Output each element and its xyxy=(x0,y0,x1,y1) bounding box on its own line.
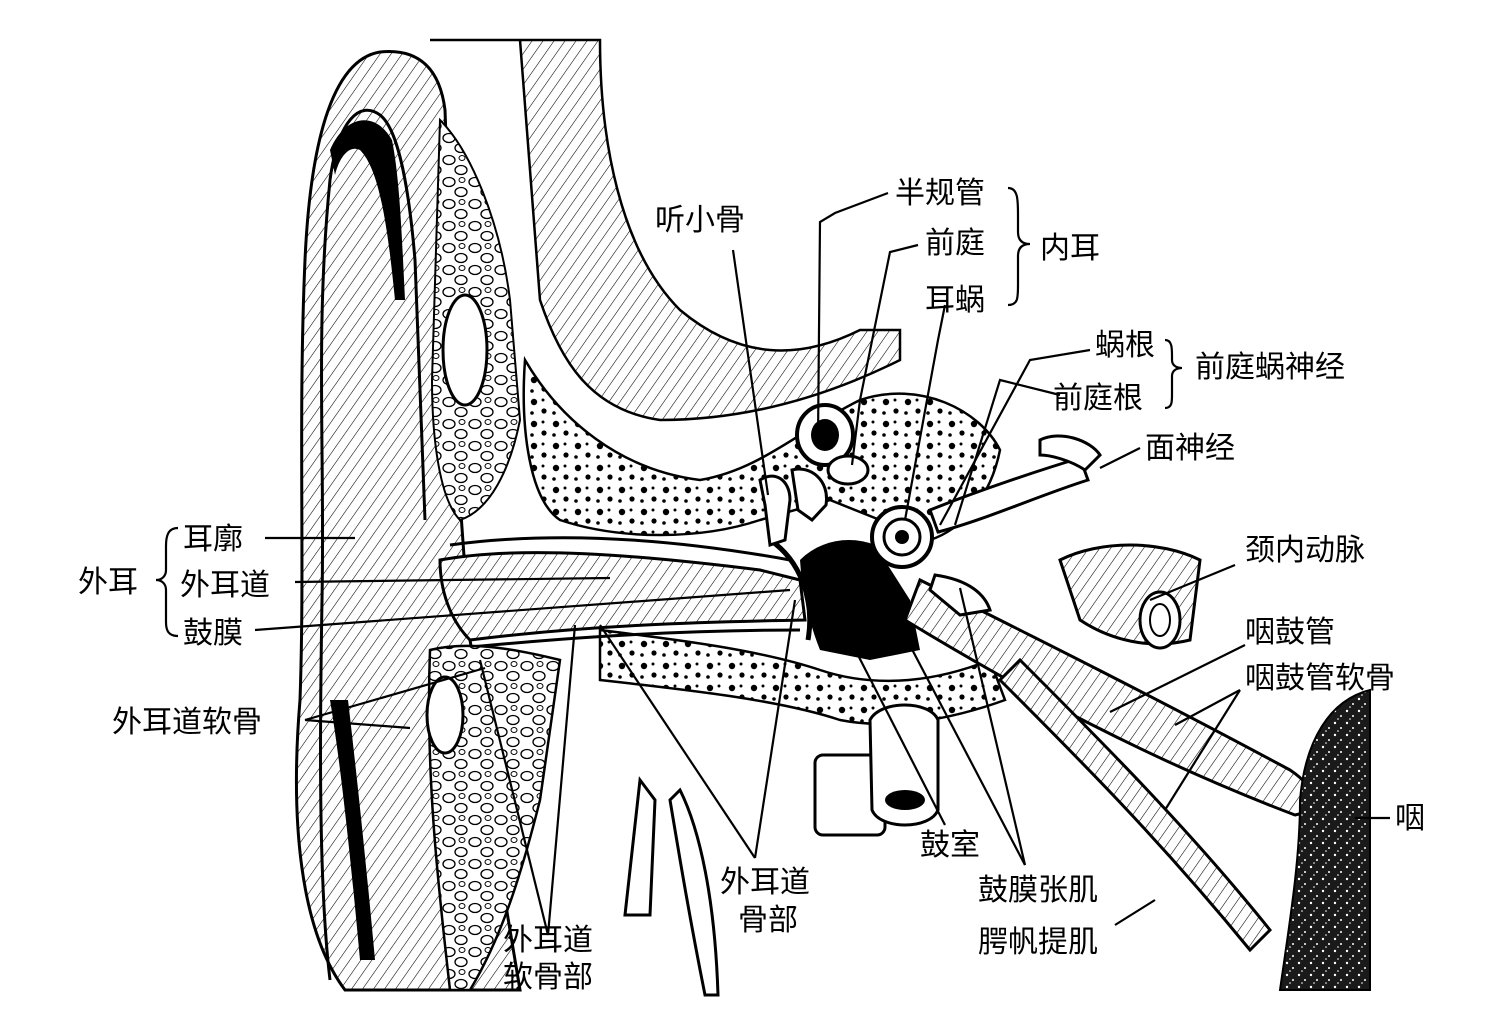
leader-facial-nerve xyxy=(1099,447,1141,469)
leader-tensor-tympani-1 xyxy=(958,587,1027,866)
vessel-right-lumen xyxy=(885,790,925,810)
leader-semicircular-canals xyxy=(816,191,889,441)
leader-vestibular-root xyxy=(953,378,1061,526)
label-inner-ear: 内耳 xyxy=(1040,231,1100,266)
labels: 半规管 前庭 耳蜗 内耳 听小骨 蜗根 前庭根 前庭蜗神经 面神经 耳廓 外耳道… xyxy=(78,176,1425,995)
label-vestibule: 前庭 xyxy=(925,226,985,261)
bracket-inner-ear xyxy=(1007,186,1031,307)
illustration xyxy=(294,38,1371,997)
label-vestibulocochlear-nerve: 前庭蜗神经 xyxy=(1195,350,1345,385)
leader-lines xyxy=(155,186,1390,936)
label-tensor-tympani: 鼓膜张肌 xyxy=(978,873,1098,908)
leader-eustachian-cartilage-1 xyxy=(1174,689,1241,726)
leader-bony-part-2 xyxy=(753,599,797,859)
label-cartilaginous-part-line2: 软骨部 xyxy=(503,960,593,995)
leader-canal-cartilage-2 xyxy=(304,718,411,730)
leader-canal xyxy=(294,576,611,584)
leader-carotid xyxy=(1149,563,1236,602)
label-facial-nerve: 面神经 xyxy=(1145,431,1235,466)
leader-cochlear-root xyxy=(939,348,1091,526)
vestibulocochlear-nerve-shape xyxy=(928,456,1090,534)
label-bony-part-line1: 外耳道 xyxy=(720,865,810,900)
label-cartilaginous-part-line1: 外耳道 xyxy=(503,923,593,958)
label-cochlea: 耳蜗 xyxy=(925,283,985,318)
leader-eustachian-cartilage-2 xyxy=(1164,689,1241,811)
auricle-fold xyxy=(318,108,427,981)
canal-cartilage-oval xyxy=(425,675,465,755)
label-auricle: 耳廓 xyxy=(183,522,243,557)
label-bony-part-line2: 骨部 xyxy=(738,903,798,938)
temporal-muscle xyxy=(430,38,902,422)
leader-cartilaginous-part-1 xyxy=(546,624,577,936)
label-eustachian-tube: 咽鼓管 xyxy=(1245,615,1335,650)
semicircular-canal-shape xyxy=(795,403,870,486)
leader-ossicles xyxy=(731,249,770,496)
label-semicircular-canals: 半规管 xyxy=(895,176,985,211)
ear-canal-wall xyxy=(449,536,791,562)
leader-tensor-tympani-2 xyxy=(859,549,1026,866)
label-external-ear: 外耳 xyxy=(78,565,138,600)
petrous-bone-upper xyxy=(522,355,1002,542)
leader-cartilaginous-part-2 xyxy=(478,659,550,936)
label-internal-carotid: 颈内动脉 xyxy=(1245,533,1365,568)
label-external-canal: 外耳道 xyxy=(180,568,270,603)
label-levator-veli-palatini: 腭帆提肌 xyxy=(978,925,1098,960)
mastoid-cavity xyxy=(441,293,489,407)
ossicle-incus xyxy=(790,467,828,522)
leader-tympanic-cavity xyxy=(839,619,946,826)
pharynx-shape xyxy=(1278,688,1371,991)
auricle-lower-dark xyxy=(330,700,375,960)
label-eardrum: 鼓膜 xyxy=(183,616,243,651)
label-canal-cartilage: 外耳道软骨 xyxy=(112,705,262,740)
ossicle-malleus xyxy=(758,474,792,548)
mandible-process xyxy=(668,787,720,997)
ear-canal xyxy=(438,551,807,642)
petrous-bone-lower xyxy=(598,628,1007,726)
label-vestibular-root: 前庭根 xyxy=(1053,381,1143,416)
bracket-vestibulocochlear xyxy=(1164,338,1183,410)
cochlea-shape xyxy=(870,505,934,569)
leader-eardrum xyxy=(254,588,791,632)
leader-vestibule xyxy=(850,243,919,466)
styloid-process xyxy=(623,776,657,917)
auricle-dark-shadow xyxy=(330,120,405,300)
label-eustachian-cartilage: 咽鼓管软骨 xyxy=(1245,661,1395,696)
leader-eustachian-tube xyxy=(1109,644,1246,713)
facial-nerve-shape xyxy=(1038,434,1102,472)
leader-bony-part-1 xyxy=(599,624,756,859)
leader-cochlea xyxy=(903,304,947,521)
label-tympanic-cavity: 鼓室 xyxy=(920,828,980,863)
label-ossicles: 听小骨 xyxy=(655,203,745,238)
label-pharynx: 咽 xyxy=(1395,801,1425,836)
levator-muscle-shape xyxy=(997,657,1273,953)
tensor-tympani-shape xyxy=(928,573,992,617)
leader-levator xyxy=(1114,899,1156,926)
carotid-shape xyxy=(1058,543,1202,650)
tympanic-cavity xyxy=(800,540,920,660)
bracket-external-ear xyxy=(155,526,179,638)
label-cochlear-root: 蜗根 xyxy=(1095,328,1155,363)
leader-canal-cartilage-1 xyxy=(304,666,486,722)
